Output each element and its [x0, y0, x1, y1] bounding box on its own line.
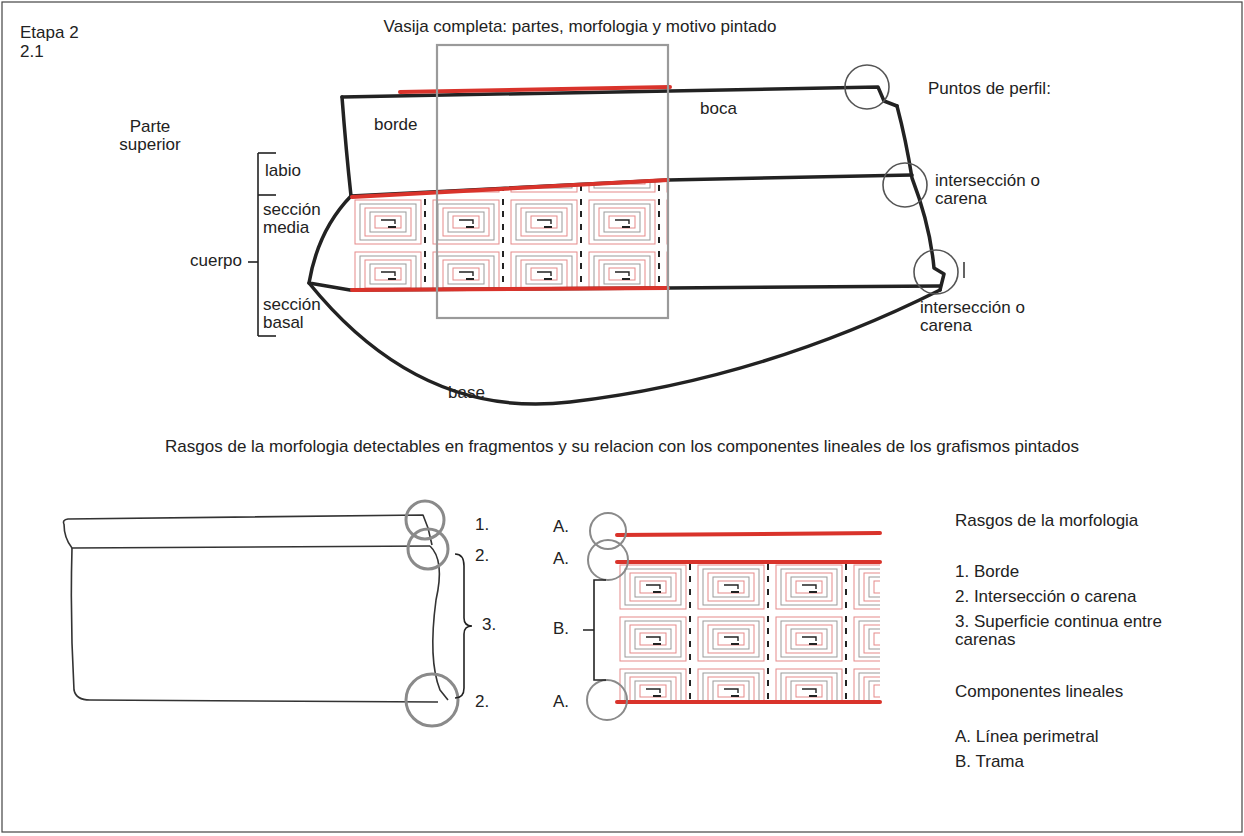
legend-item: A. Línea perimetral [955, 728, 1099, 746]
section-heading: Vasija completa: partes, morfologia y mo… [384, 18, 777, 36]
legend-item: 3. Superficie continua entre carenas [955, 613, 1165, 650]
legend-heading: Componentes lineales [955, 683, 1123, 701]
part-name: cuerpo [190, 252, 242, 270]
legend-heading: Rasgos de la morfologia [955, 512, 1138, 530]
stage-number: 2.1 [20, 43, 44, 61]
legend-item: 1. Borde [955, 563, 1019, 581]
callout-number: 3. [482, 616, 496, 634]
profile-heading: Puntos de perfil: [928, 80, 1051, 98]
part-name: Parte superior [110, 118, 190, 155]
callout-letter: A. [553, 550, 569, 568]
part-name: base [448, 384, 485, 402]
part-name: sección media [263, 201, 343, 238]
part-name: labio [265, 162, 301, 180]
callout-number: 2. [475, 693, 489, 711]
callout-letter: B. [553, 620, 569, 638]
part-name: boca [700, 100, 737, 118]
callout-letter: A. [553, 693, 569, 711]
part-name: sección basal [263, 296, 343, 333]
section-heading: Rasgos de la morfologia detectables en f… [165, 438, 1079, 456]
profile-point: intersección o carena [920, 299, 1032, 336]
callout-number: 1. [475, 516, 489, 534]
legend-item: 2. Intersección o carena [955, 588, 1136, 606]
profile-point: intersección o carena [935, 172, 1047, 209]
part-name: borde [374, 116, 417, 134]
stage-label: Etapa 2 [20, 24, 79, 42]
callout-number: 2. [475, 547, 489, 565]
legend-item: B. Trama [955, 753, 1024, 771]
callout-letter: A. [553, 518, 569, 536]
